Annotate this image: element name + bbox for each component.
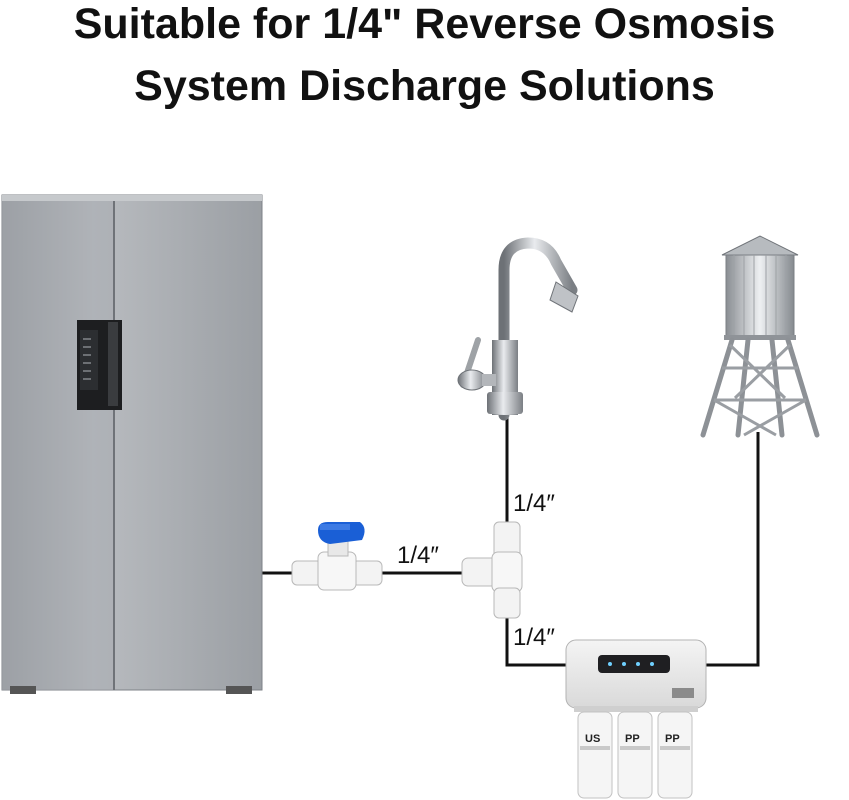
refrigerator-icon xyxy=(1,194,263,694)
cartridge-label-3: PP xyxy=(665,733,680,745)
pipe-tower-to-filter xyxy=(705,432,760,667)
filter-pipe-size-label: 1/4″ xyxy=(513,624,555,651)
tee-fitting-icon xyxy=(461,521,523,619)
heading-line-1: Suitable for 1/4" Reverse Osmosis xyxy=(73,0,776,48)
faucet-pipe-size-label: 1/4″ xyxy=(513,490,555,517)
pipe-tee-to-filter xyxy=(505,615,568,667)
pipes xyxy=(262,415,760,667)
ball-valve-icon xyxy=(291,522,383,591)
valve-pipe-size-label: 1/4″ xyxy=(397,542,439,569)
ro-filter-system-icon xyxy=(565,639,707,799)
cartridge-label-1: US xyxy=(585,733,600,745)
cartridge-label-2: PP xyxy=(625,733,640,745)
heading-line-2: System Discharge Solutions xyxy=(134,62,715,110)
faucet-icon xyxy=(457,237,579,421)
water-tower-icon xyxy=(700,235,820,438)
